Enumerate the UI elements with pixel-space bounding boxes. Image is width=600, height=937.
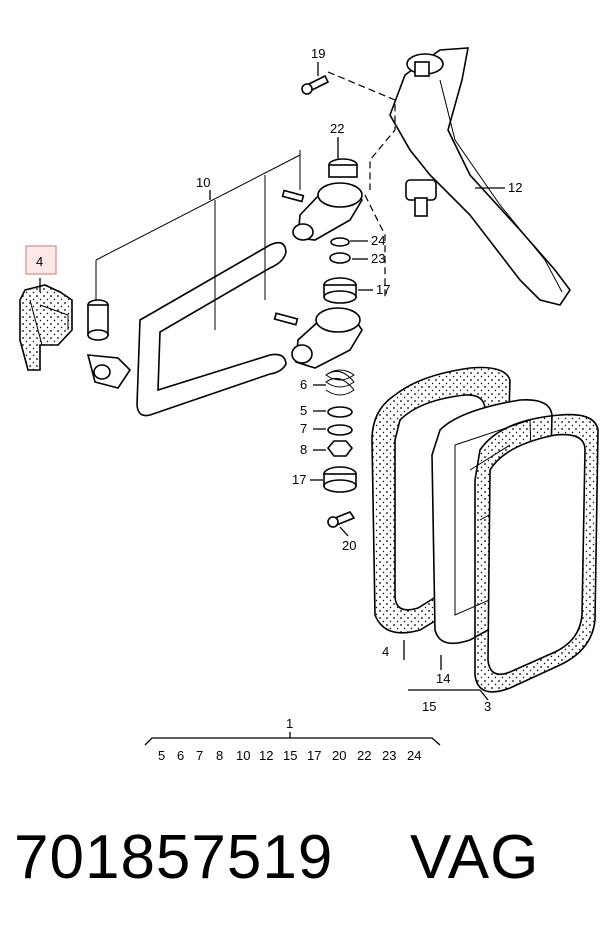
callout: 10: [196, 175, 210, 190]
mirror-tube-frame: [95, 71, 396, 417]
leader-lines: [39, 62, 505, 701]
kit-item: 15: [283, 748, 297, 763]
callout: 14: [436, 671, 450, 686]
kit-item: 12: [259, 748, 273, 763]
callout: 22: [330, 121, 344, 136]
callout: 5: [300, 403, 307, 418]
kit-item: 6: [177, 748, 184, 763]
upper-clamp-joint: [281, 158, 364, 241]
callout: 15: [422, 699, 436, 714]
kit-bracket: [144, 732, 441, 746]
kit-item: 5: [158, 748, 165, 763]
lower-clamp-joint: [273, 307, 363, 369]
brand-name: VAG: [410, 823, 540, 892]
kit-item: 7: [196, 748, 203, 763]
callout: 17: [292, 472, 306, 487]
mirror-arm-bracket: [389, 47, 571, 306]
exploded-parts-diagram: 19 22 10 12 4 24 23 17 6 5 7 8 17 20 4 1…: [19, 46, 599, 763]
bushing: [86, 299, 132, 389]
fastener-stack: [323, 237, 357, 528]
clip-part-4: [19, 284, 73, 371]
kit-contents-row: 5 6 7 8 10 12 15 17 20 22 23 24: [158, 748, 421, 763]
callouts: 19 22 10 12 4 24 23 17 6 5 7 8 17 20 4 1…: [36, 46, 522, 731]
part-number: 701857519: [14, 823, 334, 892]
callout: 23: [371, 251, 385, 266]
callout-highlighted: 4: [36, 254, 43, 269]
callout: 4: [382, 644, 389, 659]
kit-item: 23: [382, 748, 396, 763]
kit-item: 24: [407, 748, 421, 763]
callout: 6: [300, 377, 307, 392]
highlight-box: [25, 245, 57, 275]
mirror-housing-assembly: [371, 366, 599, 693]
kit-item: 10: [236, 748, 250, 763]
callout: 12: [508, 180, 522, 195]
callout: 1: [286, 716, 293, 731]
kit-item: 8: [216, 748, 223, 763]
callout: 24: [371, 233, 385, 248]
kit-item: 20: [332, 748, 346, 763]
callout: 20: [342, 538, 356, 553]
callout: 8: [300, 442, 307, 457]
kit-item: 22: [357, 748, 371, 763]
callout: 19: [311, 46, 325, 61]
part-caption: 701857519 VAG: [0, 818, 600, 928]
callout: 17: [376, 282, 390, 297]
callout: 3: [484, 699, 491, 714]
kit-item: 17: [307, 748, 321, 763]
screw: [301, 74, 330, 95]
callout: 7: [300, 421, 307, 436]
